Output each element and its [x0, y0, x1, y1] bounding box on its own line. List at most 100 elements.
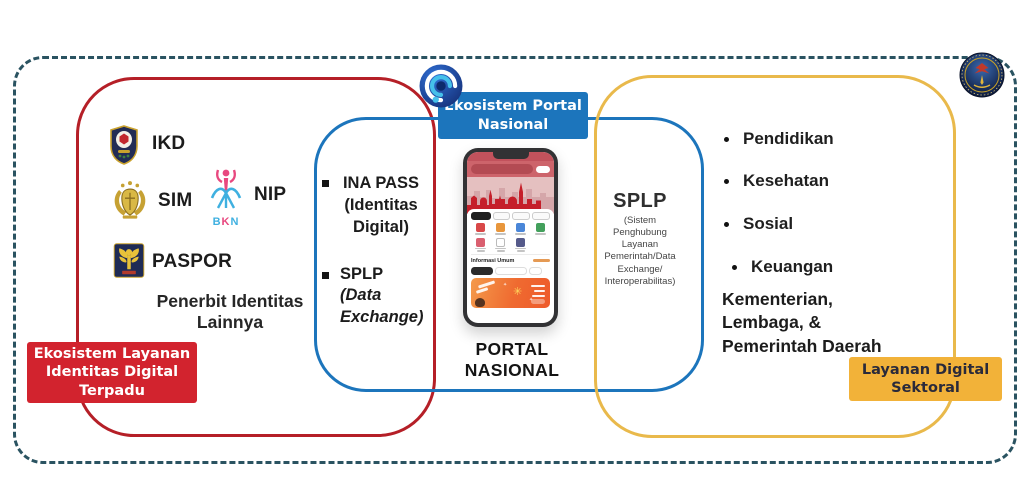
bkn-letter: B [212, 216, 222, 228]
splp-connector-text: SPLP (Sistem Penghubung Layanan Pemerint… [584, 190, 696, 288]
phone-notch [492, 152, 529, 159]
badge-line: Sektoral [891, 380, 960, 396]
sector-label: Sosial [743, 214, 794, 233]
bullet-dot [724, 136, 729, 142]
bkn-logo-icon: BKN [208, 168, 244, 228]
phone-screen: Informasi Umum ✳ ✦ ✦ [467, 152, 554, 323]
ina-pass-bullet-text: INA PASS (Identitas Digital) [332, 173, 430, 238]
portal-nasional-caption: PORTAL NASIONAL [428, 339, 596, 381]
identity-item-label-paspor: PASPOR [152, 251, 233, 272]
footer-line: Kementerian, [722, 289, 833, 309]
badge-line: Terpadu [79, 382, 145, 399]
banner-text-bar [531, 285, 545, 287]
portal-ecosystem-badge: Ekosistem Portal Nasional [438, 92, 588, 139]
phone-category-tabs [471, 212, 550, 220]
splp-title: SPLP [613, 190, 667, 212]
text-line: Exchange) [340, 307, 424, 326]
bkn-letter: N [230, 216, 240, 228]
text-line: SPLP [340, 265, 384, 283]
footer-line: Penerbit Identitas [156, 291, 304, 311]
text-line: (Data [340, 286, 382, 305]
banner-star: ✳ [513, 286, 523, 298]
subtitle-line: Pemerintah/Data [604, 251, 676, 263]
bullet-dot [724, 178, 729, 184]
badge-line: Nasional [477, 116, 549, 133]
government-seal-icon [959, 52, 1005, 98]
bullet-marker [322, 180, 329, 187]
portal-app-phone-mockup: Informasi Umum ✳ ✦ ✦ [463, 148, 558, 327]
kominfo-swirl-icon [419, 64, 463, 108]
filter-pill [471, 266, 493, 275]
bkn-letter: K [221, 216, 231, 228]
bullet-dot [724, 221, 729, 227]
identity-ecosystem-badge: Ekosistem Layanan Identitas Digital Terp… [27, 342, 197, 403]
phone-search-row [467, 161, 554, 177]
subtitle-line: (Sistem [623, 215, 657, 226]
caption-line: PORTAL [475, 339, 549, 359]
identity-item-label-ikd: IKD [152, 133, 186, 154]
bkn-logo-text: BKN [208, 217, 244, 228]
see-all-link [533, 259, 550, 262]
filter-pill [529, 266, 542, 275]
splp-bullet-text: SPLP (Data Exchange) [340, 264, 440, 328]
phone-info-header: Informasi Umum [471, 257, 550, 265]
app-tile [512, 237, 529, 252]
caption-line: NASIONAL [464, 360, 560, 380]
identity-item-label-sim: SIM [158, 190, 193, 211]
app-tile [532, 223, 549, 235]
subtitle-line: Exchange/ [617, 263, 663, 275]
search-input [471, 164, 533, 174]
sector-ecosystem-outline [594, 75, 956, 438]
badge-line: Ekosistem Portal [444, 98, 582, 115]
subtitle-line: Layanan [621, 239, 659, 251]
phone-content-card: Informasi Umum ✳ ✦ ✦ [467, 209, 554, 308]
phone-promo-banner: ✳ ✦ ✦ [471, 278, 550, 308]
subtitle-line: Penghubung [613, 227, 667, 239]
tab-pill [532, 212, 550, 220]
footer-line: Lembaga, & [722, 312, 822, 333]
kemenkumham-emblem-icon [113, 243, 145, 278]
identity-ecosystem-outline [76, 77, 436, 437]
app-tile [472, 223, 489, 235]
tab-pill [512, 212, 531, 220]
kemendagri-shield-icon [110, 125, 138, 165]
tab-pill [471, 212, 491, 220]
sector-ecosystem-badge: Layanan Digital Sektoral [849, 357, 1002, 401]
banner-text-bar [534, 290, 545, 292]
banner-mascot [475, 298, 485, 307]
subtitle-line: Interoperabilitas) [604, 275, 676, 287]
bullet-dot [732, 264, 737, 270]
banner-button [531, 299, 545, 304]
section-title: Informasi Umum [471, 257, 515, 264]
phone-filter-pills [471, 266, 550, 275]
sector-item: Kesehatan [724, 170, 829, 192]
app-tile [472, 237, 489, 252]
divider [471, 253, 550, 255]
text-line: INA PASS [342, 174, 420, 192]
phone-app-grid [472, 223, 549, 252]
app-tile [492, 237, 509, 252]
sector-item: Keuangan [732, 256, 833, 278]
sector-item: Sosial [724, 213, 793, 235]
bullet-marker [322, 272, 329, 279]
banner-sparkle: ✦ [529, 297, 534, 303]
text-line: Digital) [353, 217, 409, 236]
search-button [536, 165, 550, 173]
banner-text-bar [532, 295, 545, 297]
filter-pill [495, 266, 527, 275]
text-line: (Identitas [344, 195, 418, 214]
app-tile [492, 223, 509, 235]
splp-subtitle: (Sistem Penghubung Layanan Pemerintah/Da… [584, 215, 696, 288]
badge-line: Identitas Digital [45, 364, 179, 381]
tab-pill [492, 212, 511, 220]
sector-label: Keuangan [751, 257, 834, 276]
outer-dashed-border [13, 56, 1017, 464]
sector-item: Pendidikan [724, 128, 834, 150]
sector-label: Pendidikan [743, 129, 834, 148]
banner-decoration [475, 287, 489, 294]
identity-item-label-nip: NIP [254, 184, 287, 205]
badge-line: Ekosistem Layanan [33, 345, 191, 362]
footer-line: Pemerintah Daerah [722, 335, 882, 356]
banner-sparkle: ✦ [503, 282, 508, 288]
